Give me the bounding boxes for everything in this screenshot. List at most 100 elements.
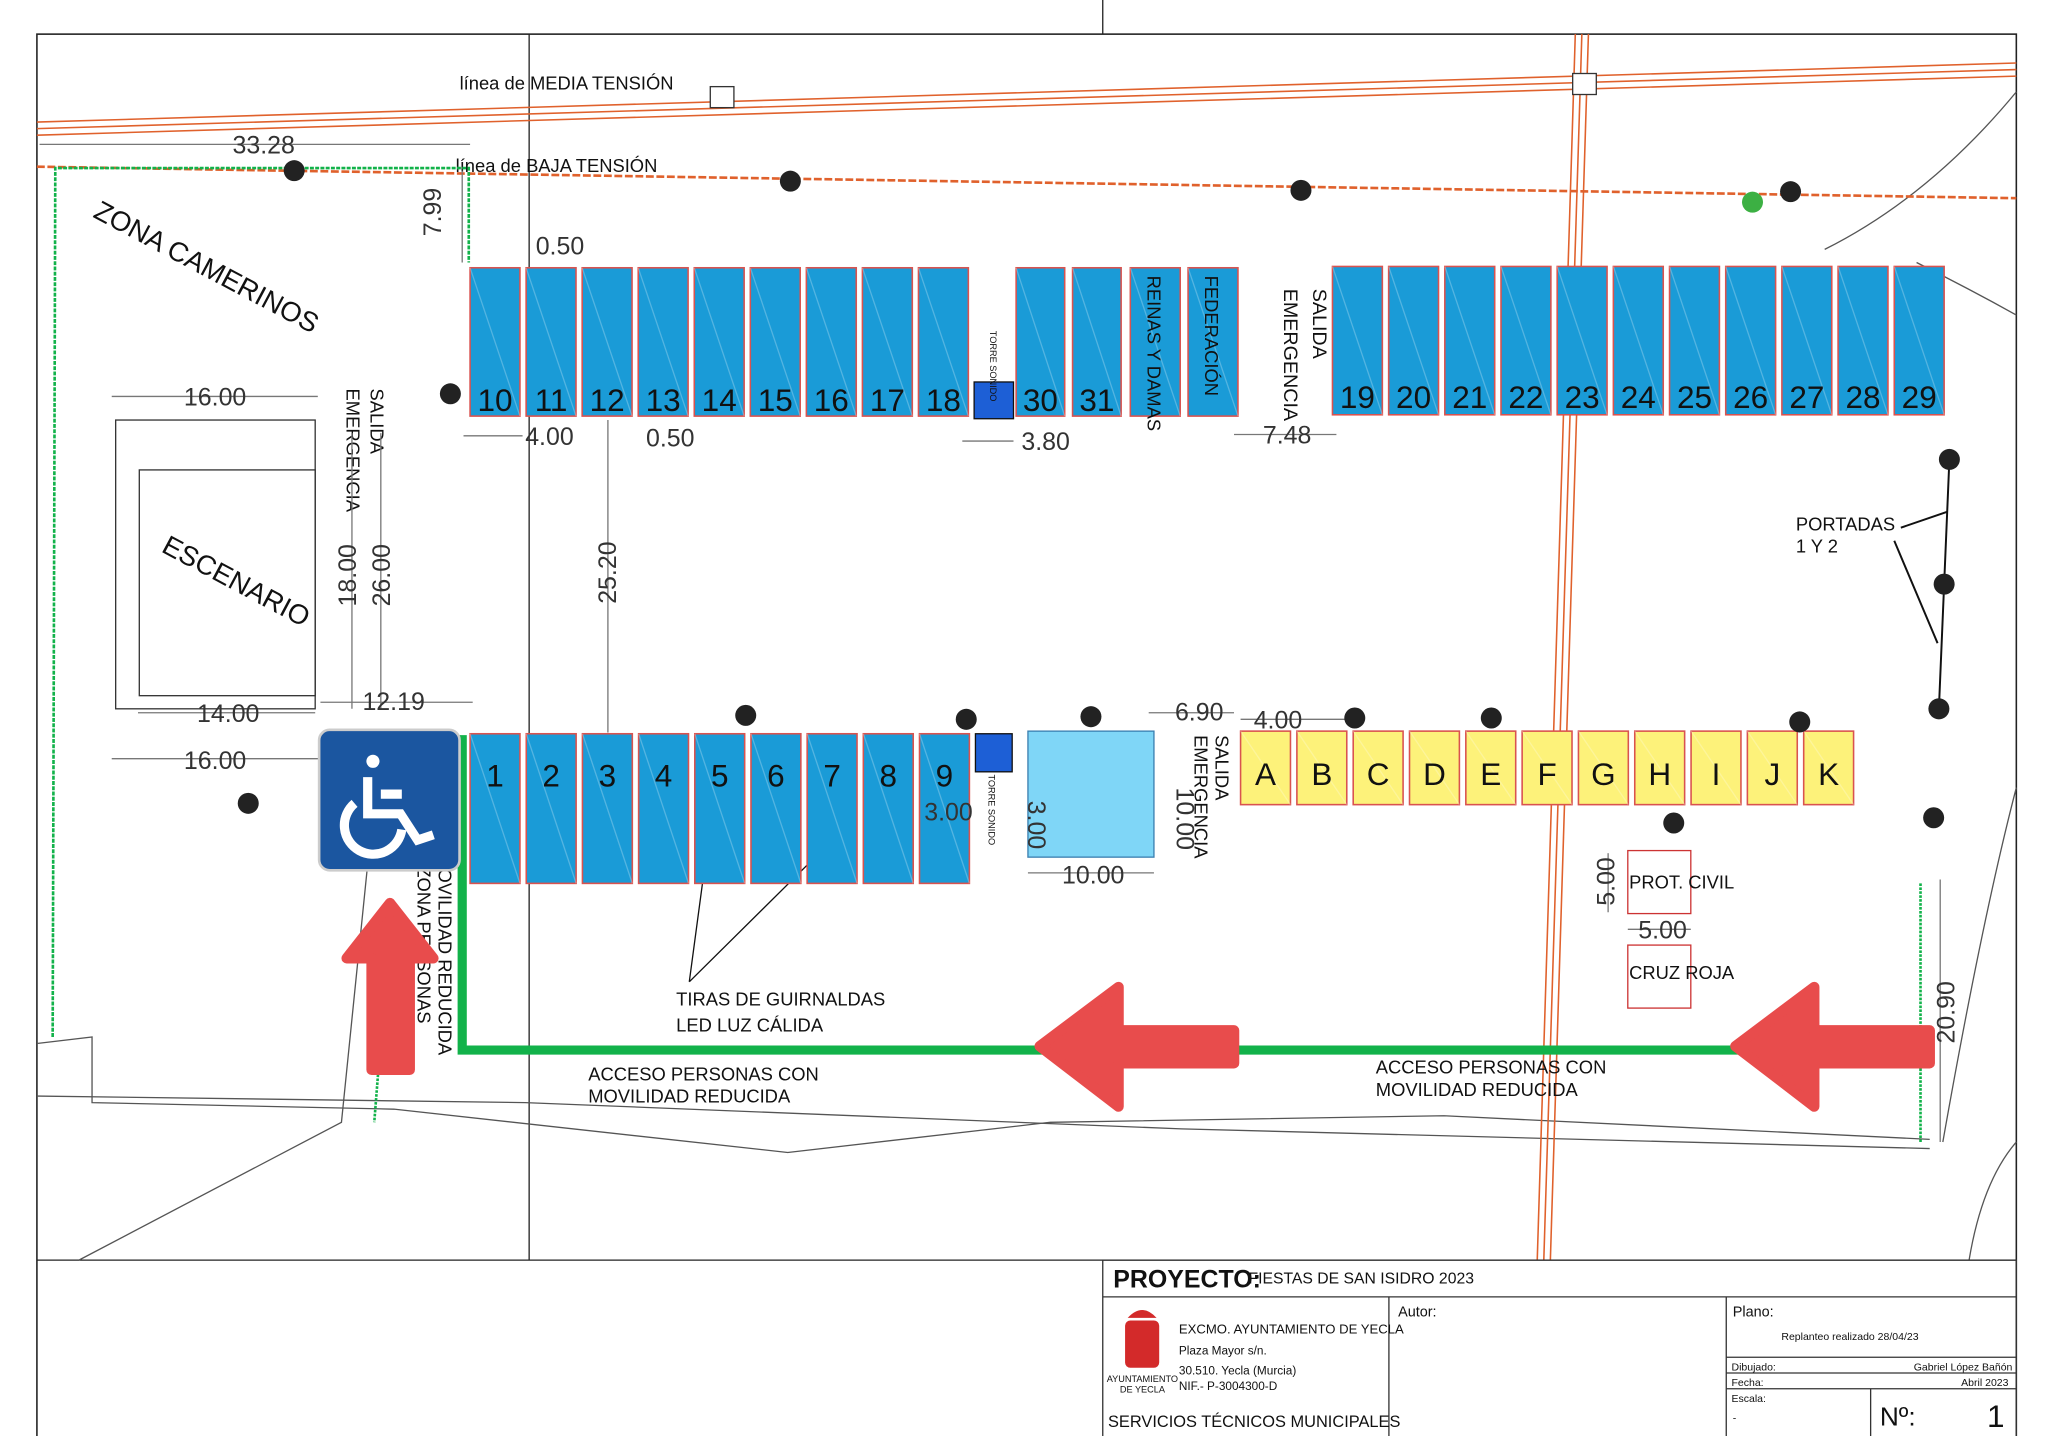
stall-diagonal (1071, 267, 1122, 417)
stall-E: E (1465, 730, 1517, 806)
access-label: ACCESO PERSONAS CON (1376, 1057, 1607, 1078)
light-pole-icon (439, 383, 461, 405)
autor-label: Autor: (1398, 1305, 1436, 1321)
stall-28: 28 (1837, 265, 1889, 416)
portadas-label: PORTADAS (1796, 513, 1895, 534)
stall-label: 30 (1023, 382, 1058, 418)
stall-label: 4 (655, 757, 673, 793)
stall-diagonal (1521, 730, 1573, 806)
stall-box (637, 266, 689, 417)
stall-diagonal (749, 267, 801, 417)
stall-label: 10 (477, 382, 512, 418)
logo-text: DE YECLA (1120, 1385, 1166, 1395)
stall-label: 22 (1508, 379, 1543, 415)
stall-box (1500, 265, 1552, 416)
dimension-label: 18.00 (334, 544, 362, 606)
stall-label: 18 (926, 382, 961, 418)
emergencia-label: EMERGENCIA (1279, 289, 1301, 422)
fecha-label: Fecha: (1731, 1377, 1763, 1389)
stall-box (805, 266, 858, 417)
stall-diagonal (1331, 266, 1383, 415)
plano-value: Replanteo realizado 28/04/23 (1781, 1331, 1918, 1343)
light-pole-icon (1344, 707, 1366, 729)
stall-label: 8 (880, 757, 898, 793)
org-name: EXCMO. AYUNTAMIENTO DE YECLA (1179, 1322, 1404, 1337)
stall-16: 16 (805, 266, 858, 418)
arrow-left-icon (1034, 981, 1240, 1112)
stall-box (1521, 730, 1573, 806)
emergencia-label: EMERGENCIA (1191, 735, 1212, 859)
stall-box (1352, 730, 1404, 806)
stall-box (1296, 730, 1348, 806)
stall-diagonal (750, 733, 802, 884)
stall-diagonal (861, 267, 913, 417)
dimension-label: 6.90 (1175, 699, 1224, 727)
stall-8: 8 (862, 732, 915, 885)
stall-label: 31 (1079, 382, 1114, 418)
escenario-label: ESCENARIO (157, 529, 315, 633)
stall-box (637, 732, 690, 885)
stall-box (469, 732, 521, 885)
stall-I: I (1690, 730, 1742, 806)
stall-box (1690, 730, 1742, 806)
stall-diagonal (1893, 266, 1945, 415)
prot-civil-label: PROT. CIVIL (1629, 872, 1734, 893)
dimension-label: 16.00 (184, 747, 246, 775)
stall-diagonal (1612, 266, 1664, 415)
wheelchair-icon (339, 754, 435, 859)
address: 30.510. Yecla (Murcia) (1179, 1363, 1296, 1377)
stall-label: 5 (711, 757, 729, 793)
stall-label: 9 (936, 757, 954, 793)
stall-label: 24 (1621, 379, 1656, 415)
portadas-number-label: 1 Y 2 (1796, 536, 1838, 557)
title-block (1102, 1259, 2017, 1436)
stall-box (1781, 265, 1833, 416)
stall-label: 1 (486, 757, 504, 793)
dimension-label: 16.00 (184, 384, 246, 412)
dimension-lines (39, 143, 1941, 1142)
stall-10: 10 (469, 266, 521, 418)
low-tension-line (36, 165, 2017, 200)
stall-29: 29 (1893, 265, 1945, 416)
light-pole-icon (1928, 698, 1950, 720)
stall-F: F (1521, 730, 1573, 806)
stall-box (1331, 265, 1384, 416)
yecla-logo: AYUNTAMIENTO DE YECLA (1107, 1309, 1178, 1395)
stall-label: B (1311, 756, 1332, 792)
stall-23: 23 (1556, 265, 1608, 416)
light-pole-icon (1480, 707, 1502, 729)
stall-diagonal (581, 733, 633, 884)
light-pole-icon (1933, 573, 1955, 595)
dimension-label: 26.00 (368, 544, 396, 606)
stall-box (525, 266, 577, 417)
pole-box (1572, 72, 1597, 96)
stall-label: 21 (1452, 379, 1487, 415)
escala-label: Escala: (1731, 1393, 1765, 1405)
stall-box (862, 732, 915, 885)
stall-box (1129, 266, 1181, 417)
stall-box (1746, 730, 1799, 806)
stall-3: 3 (581, 732, 634, 885)
dibujado-value: Gabriel López Bañón (1914, 1361, 2013, 1373)
stall-box (581, 732, 634, 885)
stall-diagonal (1240, 730, 1292, 806)
stall-diagonal (1500, 266, 1552, 415)
stall-label: 27 (1789, 379, 1824, 415)
stall-18: 18 (917, 266, 970, 418)
stall-box (1802, 730, 1855, 806)
stall-26: 26 (1724, 265, 1777, 416)
light-pole-icon (237, 792, 259, 814)
stall-7: 7 (806, 732, 858, 885)
stall-label: 19 (1340, 379, 1375, 415)
stall-diagonal (1465, 730, 1517, 806)
stall-label: 13 (646, 382, 681, 418)
prot-civil-box (1627, 849, 1692, 915)
stall-H: H (1633, 730, 1686, 806)
stall-9: 9 (918, 732, 971, 885)
stall-label: 20 (1396, 379, 1431, 415)
stall-label: E (1480, 756, 1501, 792)
stall-diagonal (1296, 730, 1348, 806)
dimension-label: 3.00 (924, 798, 973, 826)
light-pole-icon (735, 704, 757, 726)
stall-label: K (1818, 756, 1839, 792)
